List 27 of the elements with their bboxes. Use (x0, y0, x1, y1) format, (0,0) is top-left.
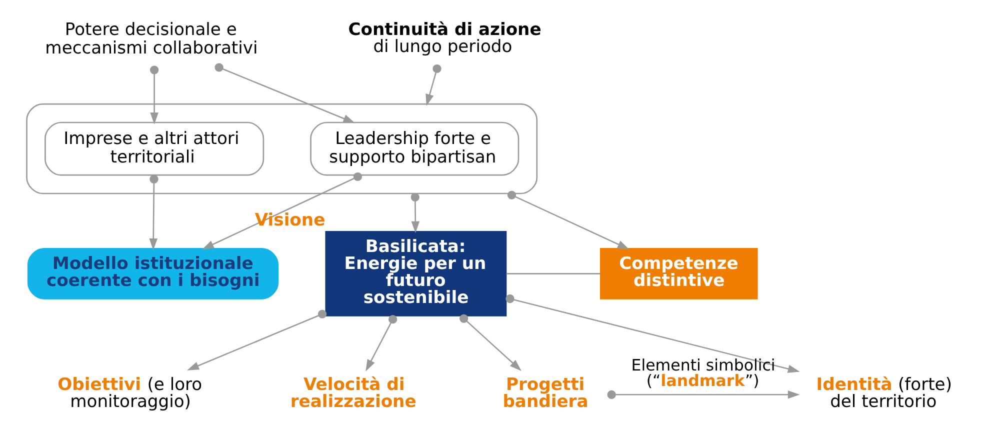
node-text: Identità (forte) del territorio (816, 374, 952, 412)
node-text: Continuità di azione di lungo periodo (348, 20, 541, 58)
node-box: Basilicata: Energie per un futuro sostenibile (324, 230, 506, 316)
arrow (149, 66, 158, 124)
arrow (410, 192, 420, 234)
node-label: Visione (254, 210, 325, 231)
arrow (365, 314, 397, 372)
arrow (202, 172, 362, 250)
arrow (214, 63, 355, 124)
arrow (505, 294, 800, 373)
arrow (606, 390, 800, 399)
connector (506, 273, 600, 274)
arrow (148, 174, 158, 250)
arrow (425, 64, 441, 106)
node-text: Potere decisionale e meccanismi collaborativi (44, 20, 258, 58)
node-text: Obiettivi (e loro monitoraggio) (57, 374, 202, 412)
node-text: Velocità di realizzazione (290, 374, 416, 412)
node-box: Imprese e altri attori territoriali (44, 122, 264, 176)
node-text: Progetti bandiera (502, 374, 588, 412)
edge-label: Elementi simbolici (“landmark”) (630, 355, 775, 390)
arrow (186, 310, 326, 370)
cluster (26, 103, 538, 194)
node-box: Competenze distintive (600, 248, 758, 300)
node-box: Modello istituzionale coerente con i bisogni (26, 248, 278, 300)
arrow (506, 190, 629, 250)
arrow (458, 314, 521, 371)
node-box: Leadership forte e supporto bipartisan (310, 122, 519, 176)
